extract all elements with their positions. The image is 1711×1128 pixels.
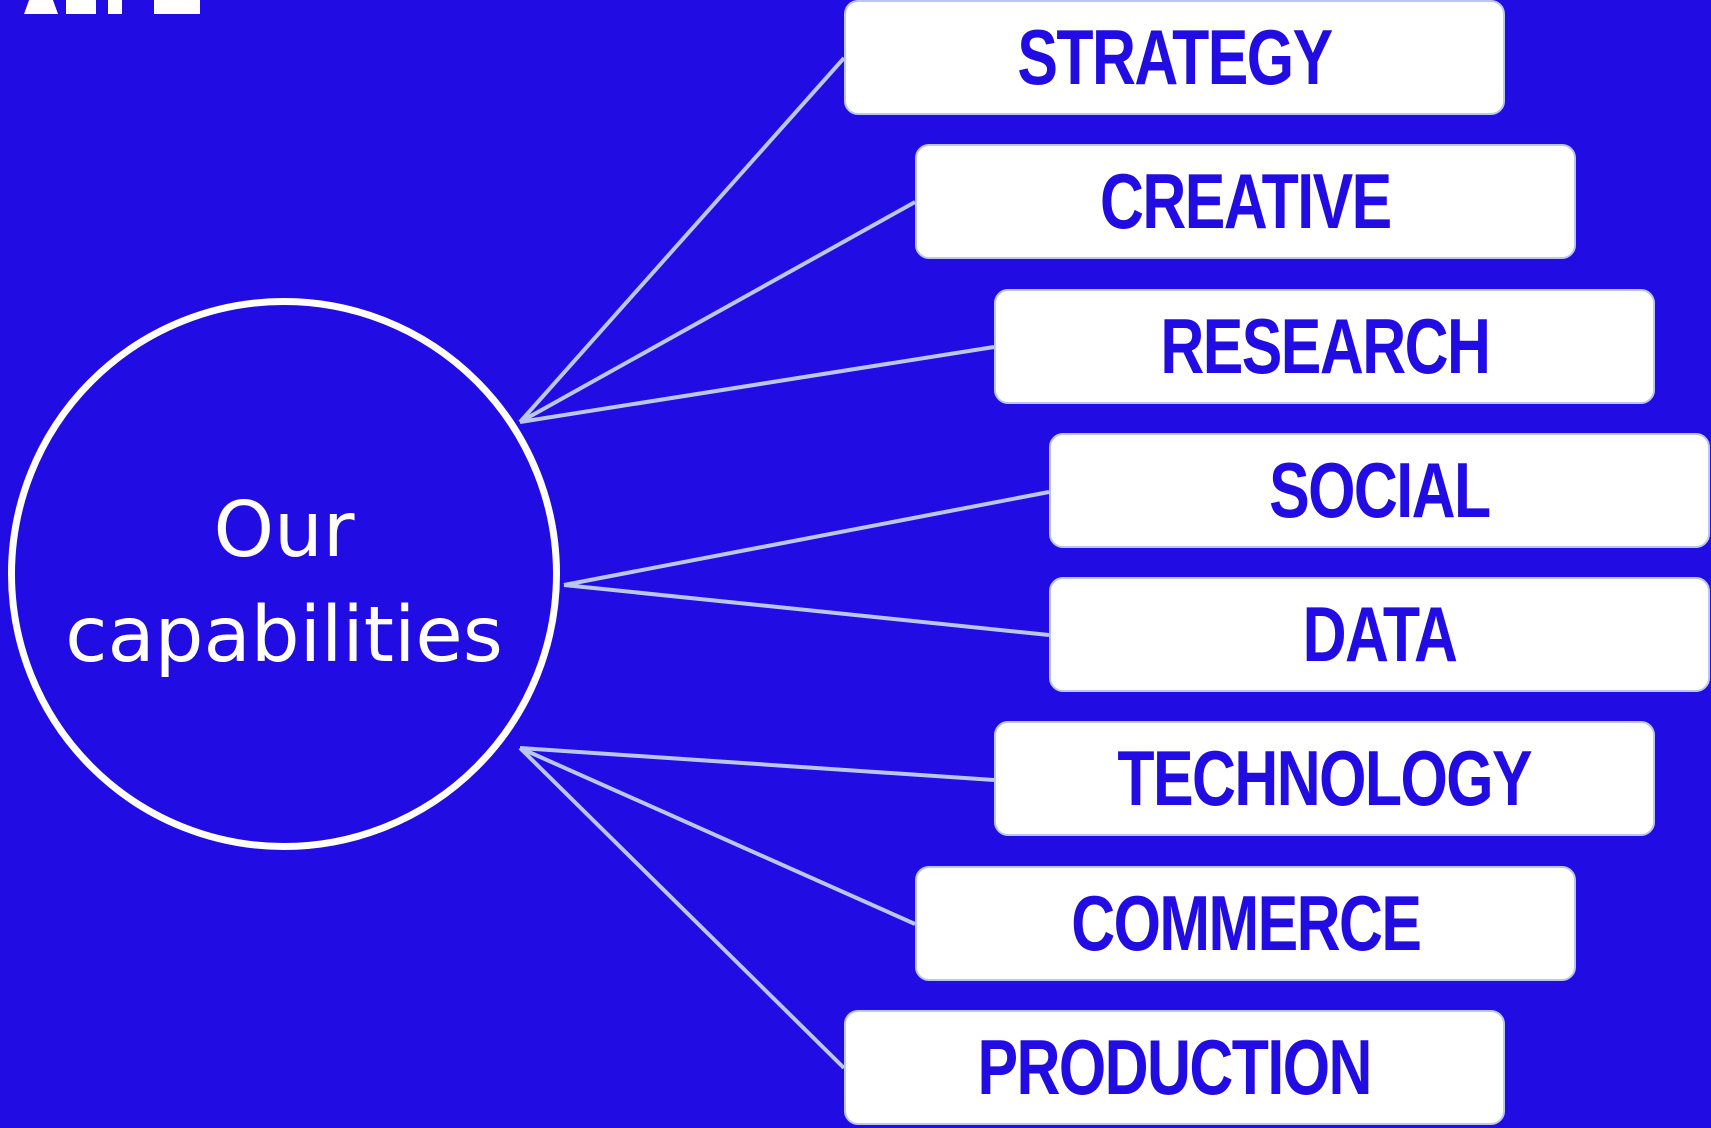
capability-label: TECHNOLOGY (1117, 734, 1533, 822)
hub-label: Our capabilities (65, 486, 503, 680)
capability-label: PRODUCTION (977, 1023, 1373, 1111)
connector-line-social (563, 490, 1050, 587)
capability-box-research: RESEARCH (994, 289, 1655, 404)
capability-box-strategy: STRATEGY (844, 0, 1505, 115)
capabilities-hub-circle: Our capabilities (8, 298, 560, 850)
capability-box-technology: TECHNOLOGY (994, 721, 1655, 836)
connector-line-commerce (519, 746, 916, 926)
capability-box-commerce: COMMERCE (915, 866, 1576, 981)
connector-line-production (518, 746, 846, 1070)
capability-box-data: DATA (1049, 577, 1710, 692)
connector-line-creative (519, 200, 916, 424)
capability-label: RESEARCH (1160, 302, 1491, 390)
capability-label: CREATIVE (1100, 157, 1392, 245)
capability-box-creative: CREATIVE (915, 144, 1576, 259)
connector-line-data (563, 583, 1050, 637)
connector-line-research (519, 345, 995, 424)
capability-box-production: PRODUCTION (844, 1010, 1505, 1125)
connector-line-strategy (518, 56, 846, 424)
connector-line-technology (519, 746, 995, 782)
capability-label: SOCIAL (1269, 446, 1491, 534)
capability-label: DATA (1302, 590, 1458, 678)
capability-label: COMMERCE (1070, 879, 1422, 967)
capability-box-social: SOCIAL (1049, 433, 1710, 548)
capability-label: STRATEGY (1017, 13, 1333, 101)
brand-logo-fragment (24, 0, 200, 14)
